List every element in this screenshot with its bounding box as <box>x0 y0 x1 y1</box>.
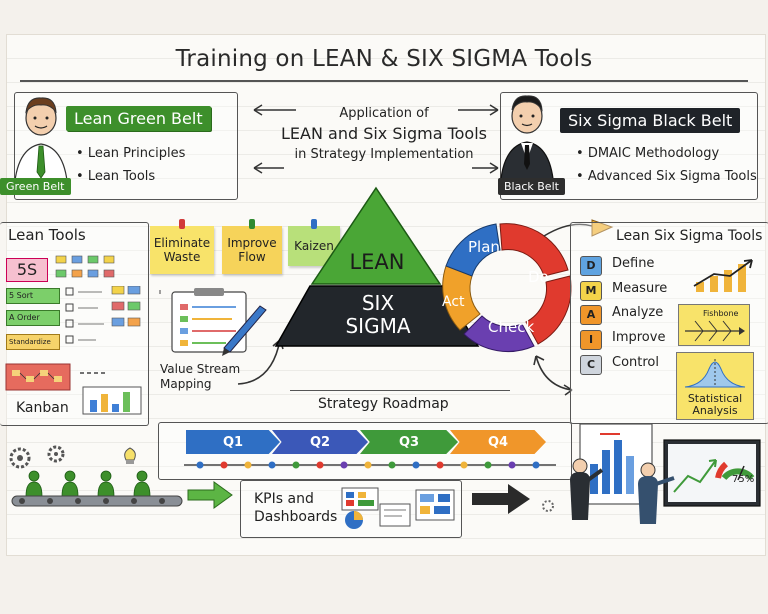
sticky-eliminate-waste: Eliminate Waste <box>150 219 214 274</box>
pin-icon <box>179 219 185 229</box>
roadmap-q4: Q4 <box>450 430 546 454</box>
trend-chart-icon <box>693 259 753 292</box>
kanban-label: Kanban <box>16 400 69 416</box>
black-belt-bullet-2: • Advanced Six Sigma Tools <box>576 169 757 184</box>
value-stream-clipboard-icon <box>159 288 267 356</box>
checklist-icon <box>65 286 141 344</box>
dmaic-define: Define <box>612 256 655 271</box>
kanban-dashes <box>80 372 108 374</box>
kpi-line-1: KPIs and <box>254 491 314 507</box>
pdca-down-arrow <box>533 355 573 396</box>
statistical-analysis-label: Statistical Analysis <box>677 393 753 417</box>
bell-curve-icon <box>684 359 746 388</box>
gauge-value: 75% <box>732 474 755 485</box>
dmaic-letter-a: A <box>580 305 602 325</box>
roadmap-q2: Q2 <box>272 430 368 454</box>
sticky-eliminate-waste-text: Eliminate Waste <box>153 236 211 264</box>
assembly-line-workers-icon <box>11 470 183 507</box>
sticky-improve-flow-text: Improve Flow <box>227 236 277 264</box>
black-belt-bullet-1-text: DMAIC Methodology <box>587 146 720 161</box>
statistical-analysis-line-2: Analysis <box>692 404 738 417</box>
statistical-analysis-line-1: Statistical <box>687 392 743 405</box>
lean-tools-heading: Lean Tools <box>8 226 86 244</box>
fishbone-icon <box>685 320 745 342</box>
dmaic-letter-d: D <box>580 256 602 276</box>
green-belt-bullet-1: • Lean Principles <box>76 146 186 161</box>
green-belt-bullet-1-text: Lean Principles <box>87 146 186 161</box>
roadmap-heading: Strategy Roadmap <box>318 396 449 412</box>
five-s-card: 5S <box>6 258 48 282</box>
dmaic-analyze: Analyze <box>612 305 664 320</box>
black-belt-bullet-2-text: Advanced Six Sigma Tools <box>587 169 757 184</box>
green-belt-person-icon <box>13 97 69 193</box>
pdca-cycle-diagram <box>442 223 572 352</box>
pdca-do: Do <box>528 268 549 286</box>
caption-line-3: in Strategy Implementation <box>294 147 474 162</box>
green-belt-banner: Lean Green Belt <box>66 106 211 131</box>
kpi-label: KPIs and Dashboards <box>254 490 337 526</box>
pyramid-bottom-line-1: SIX <box>361 291 395 315</box>
pdca-plan: Plan <box>468 238 500 256</box>
black-belt-banner: Six Sigma Black Belt <box>560 108 741 133</box>
green-belt-bullet-2-text: Lean Tools <box>87 169 156 184</box>
dark-right-arrow <box>472 484 530 514</box>
green-belt-badge: Green Belt <box>0 178 71 195</box>
dmaic-control: Control <box>612 355 659 370</box>
statistical-analysis-card: Statistical Analysis <box>676 352 754 420</box>
five-s-color-grid <box>55 255 115 278</box>
dmaic-improve: Improve <box>612 330 666 345</box>
roadmap-q1: Q1 <box>186 430 280 454</box>
green-right-arrow <box>187 481 233 509</box>
dmaic-measure: Measure <box>612 281 668 296</box>
caption-line-2: LEAN and Six Sigma Tools <box>280 124 487 143</box>
gears-and-bulb-icons <box>9 445 136 469</box>
pin-icon <box>249 219 255 229</box>
five-s-step-1: 5 Sort <box>6 288 60 304</box>
kanban-bar-chart-icon <box>82 386 142 415</box>
five-s-step-3: Standardize <box>6 334 60 350</box>
green-belt-bullet-2: • Lean Tools <box>76 169 156 184</box>
dmaic-letter-m: M <box>580 281 602 301</box>
dmaic-letter-i: I <box>580 330 602 350</box>
pyramid-bottom-line-2: SIGMA <box>345 314 411 338</box>
value-stream-label: Value Stream Mapping <box>160 362 241 391</box>
kpi-dashboard-icons <box>341 487 455 529</box>
sticky-kaizen-text: Kaizen <box>294 239 334 253</box>
pin-icon <box>311 219 317 229</box>
lean-six-sigma-pyramid <box>274 186 480 347</box>
fishbone-card: Fishbone <box>678 304 750 346</box>
caption-arrows <box>253 104 499 174</box>
pdca-check: Check <box>488 318 535 336</box>
five-s-step-2: A Order <box>6 310 60 326</box>
dmaic-letter-c: C <box>580 355 602 375</box>
pdca-to-tools-arrow <box>543 219 614 237</box>
black-belt-badge: Black Belt <box>498 178 565 195</box>
page-title: Training on LEAN & SIX SIGMA Tools <box>175 46 593 72</box>
roadmap-top-rule <box>290 390 510 391</box>
fishbone-label: Fishbone <box>703 309 739 318</box>
roadmap-timeline <box>184 461 556 469</box>
title-underline <box>20 80 748 82</box>
roadmap-q3: Q3 <box>360 430 458 454</box>
pyramid-bottom-label: SIX SIGMA <box>316 292 440 338</box>
six-sigma-tools-heading: Lean Six Sigma Tools <box>616 228 763 244</box>
presentation-scene <box>542 423 761 524</box>
caption-line-1: Application of <box>339 106 429 121</box>
pdca-act: Act <box>442 294 465 310</box>
black-belt-bullet-1: • DMAIC Methodology <box>576 146 720 161</box>
pyramid-top-label: LEAN <box>349 250 405 274</box>
kanban-board-icon <box>5 363 71 391</box>
kpi-line-2: Dashboards <box>254 509 338 525</box>
sticky-improve-flow: Improve Flow <box>222 219 282 274</box>
